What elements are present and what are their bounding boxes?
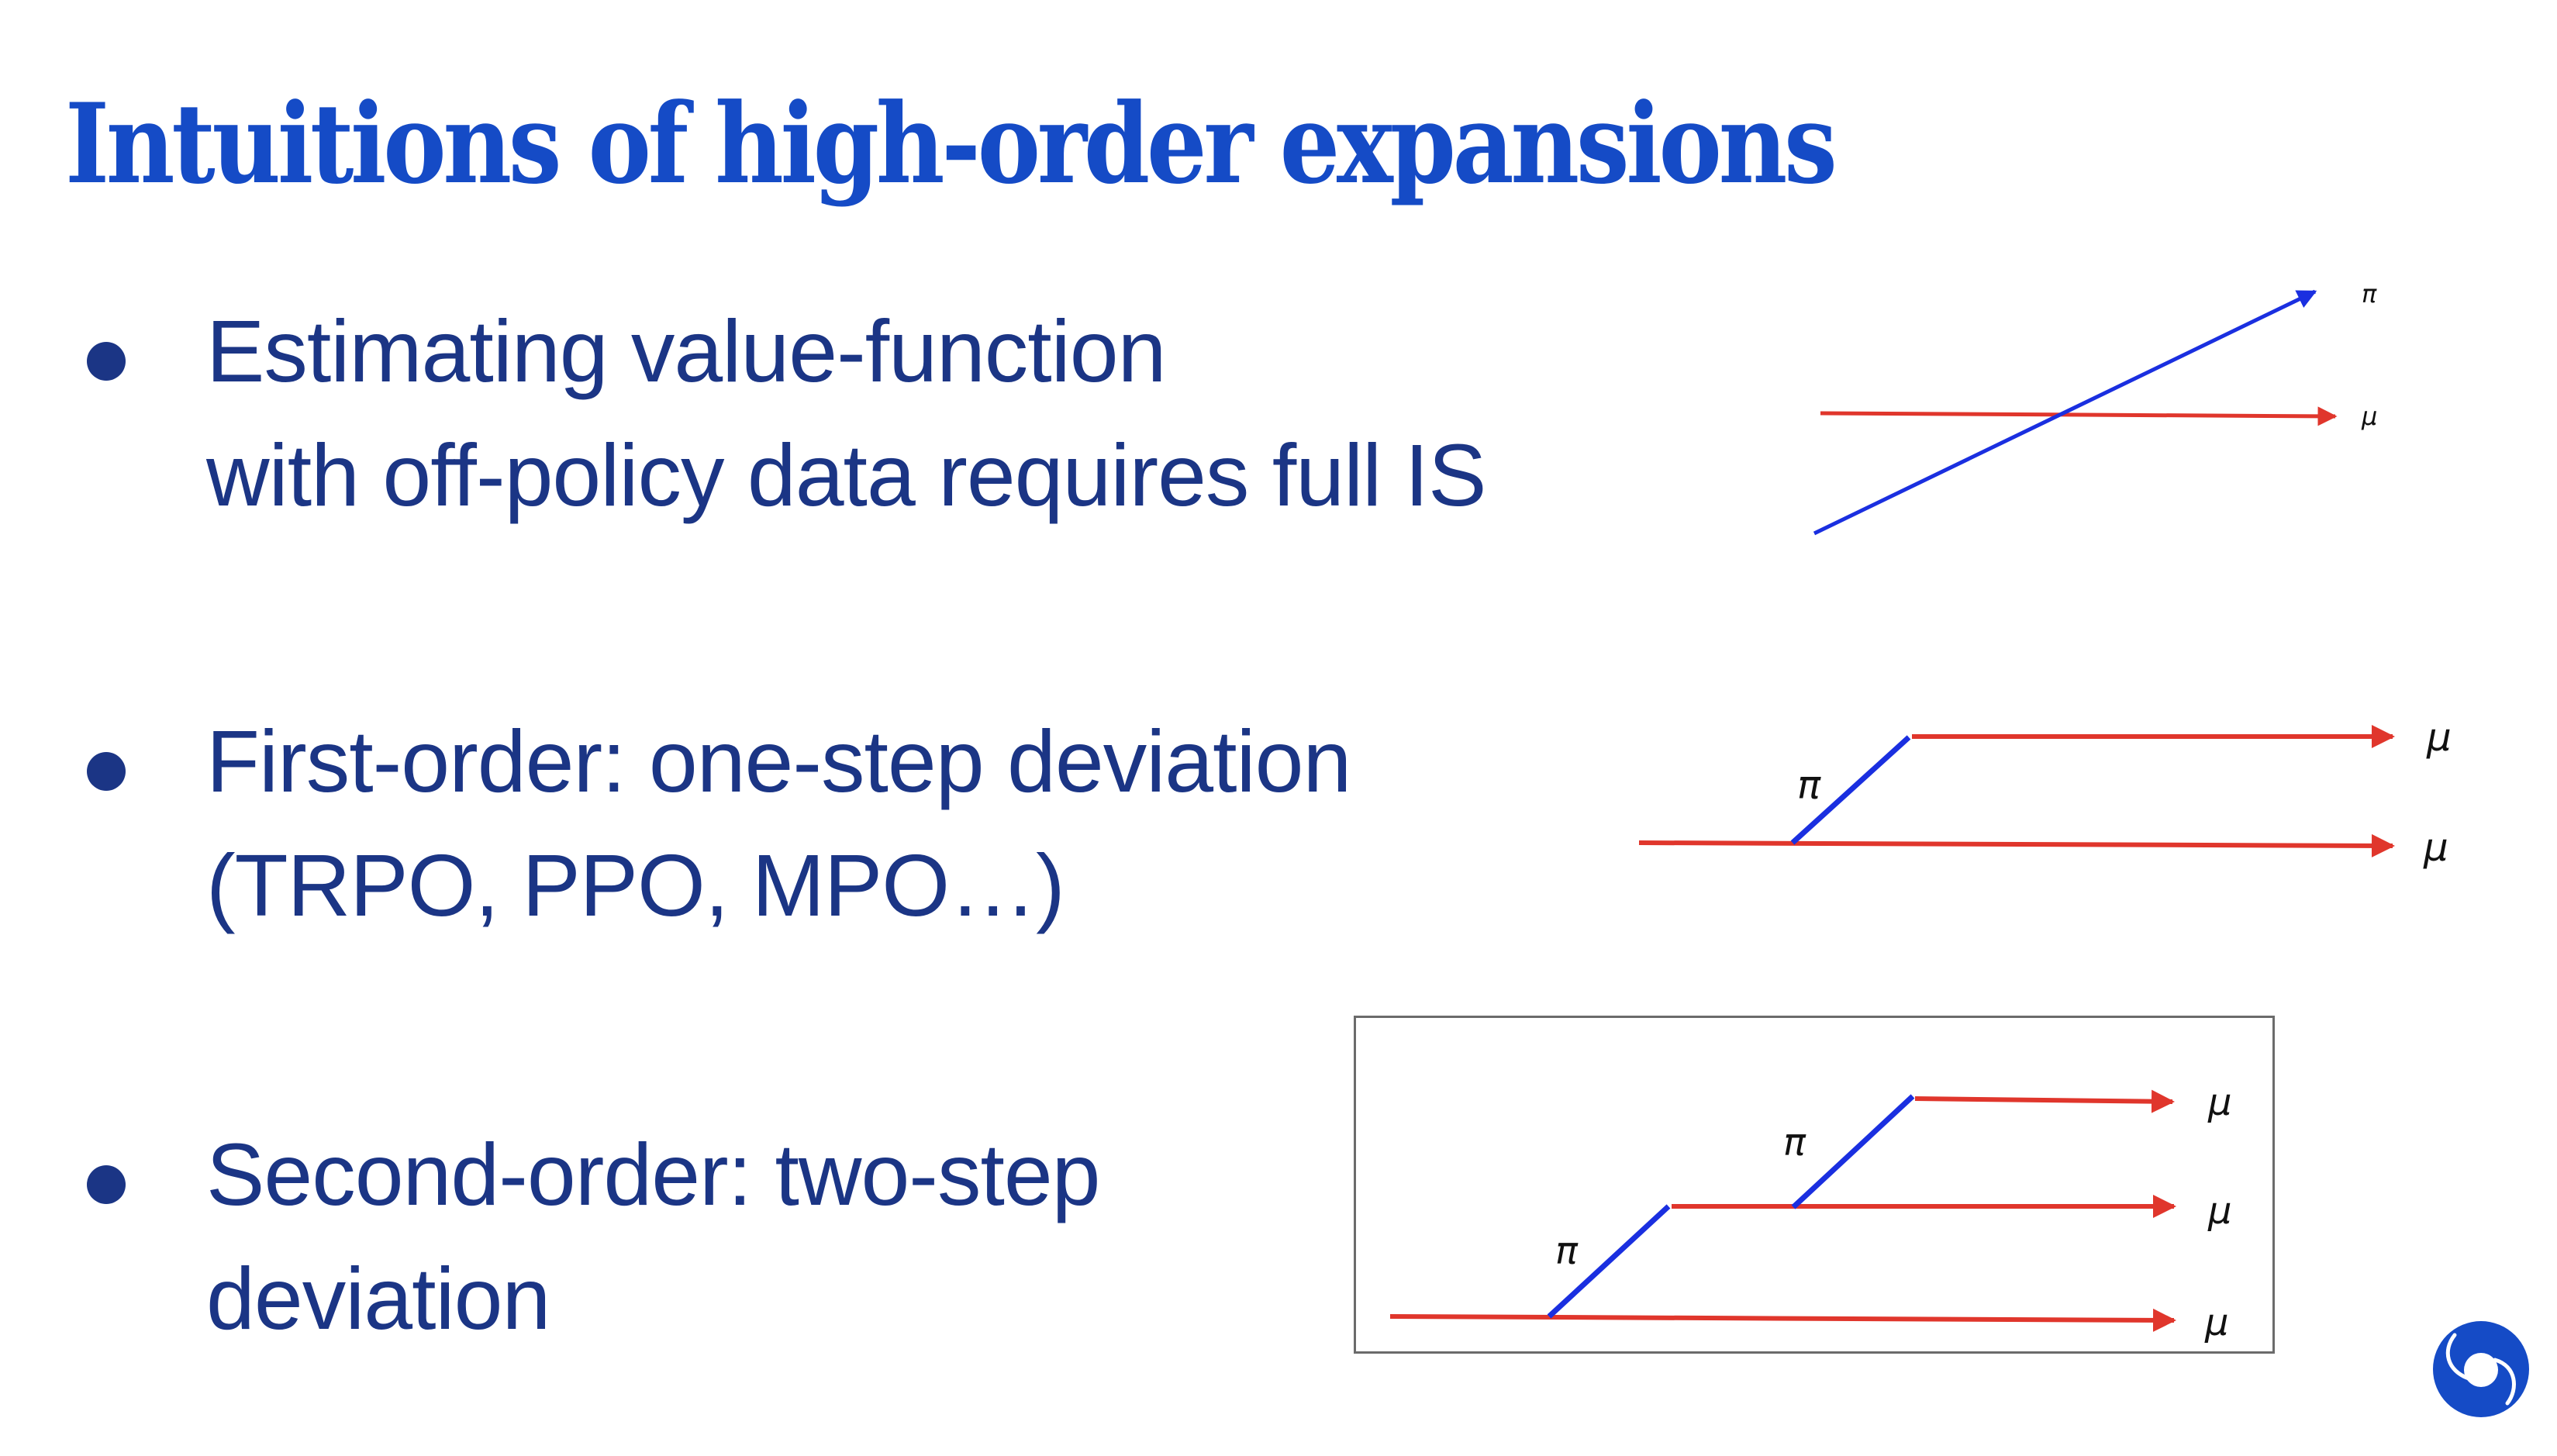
bullet-text-line: First-order: one-step deviation (206, 712, 1351, 810)
swirl-logo-icon (2433, 1321, 2529, 1417)
mu-arrow-bottom (1389, 1308, 2176, 1332)
pi-step-upper (1791, 1094, 1915, 1209)
mu-label-middle: μ (2207, 1189, 2232, 1233)
pi-step-lower (1547, 1204, 1671, 1319)
bullet-text-line: Estimating value-function (206, 302, 1166, 400)
mu-label-bottom: μ (2204, 1301, 2229, 1344)
bullet-text-line: (TRPO, PPO, MPO…) (206, 837, 1065, 934)
one-step-deviation-diagram: π μ μ (1638, 715, 2452, 870)
mu-label-bottom: μ (2423, 825, 2448, 870)
bullet-dot-icon (87, 342, 126, 381)
mu-arrow-bottom (1638, 833, 2395, 857)
mu-label: μ (2361, 402, 2377, 431)
pi-label-upper: π (1783, 1121, 1806, 1164)
mu-label-top: μ (2426, 715, 2452, 760)
bullet-dot-icon (87, 1165, 126, 1204)
bullet-text-line: with off-policy data requires full IS (206, 426, 1486, 524)
bullet-dot-icon (87, 752, 126, 791)
two-step-deviation-diagram: π π μ μ μ (1389, 1081, 2232, 1344)
pi-arrow (1813, 289, 2317, 536)
mu-arrow-top (1914, 1089, 2175, 1113)
two-step-diagram-frame (1354, 1016, 2275, 1354)
full-is-diagram: π μ (1813, 279, 2377, 536)
mu-arrow (1820, 406, 2338, 426)
pi-label: π (2362, 279, 2377, 309)
pi-label-lower: π (1555, 1230, 1579, 1273)
mu-label-top: μ (2207, 1081, 2232, 1124)
slide-title: Intuitions of high-order expansions (65, 80, 1838, 209)
pi-step (1790, 735, 1911, 845)
pi-label: π (1797, 763, 1821, 808)
bullet-text-line: deviation (206, 1250, 550, 1347)
bullet-text-line: Second-order: two-step (206, 1126, 1101, 1223)
